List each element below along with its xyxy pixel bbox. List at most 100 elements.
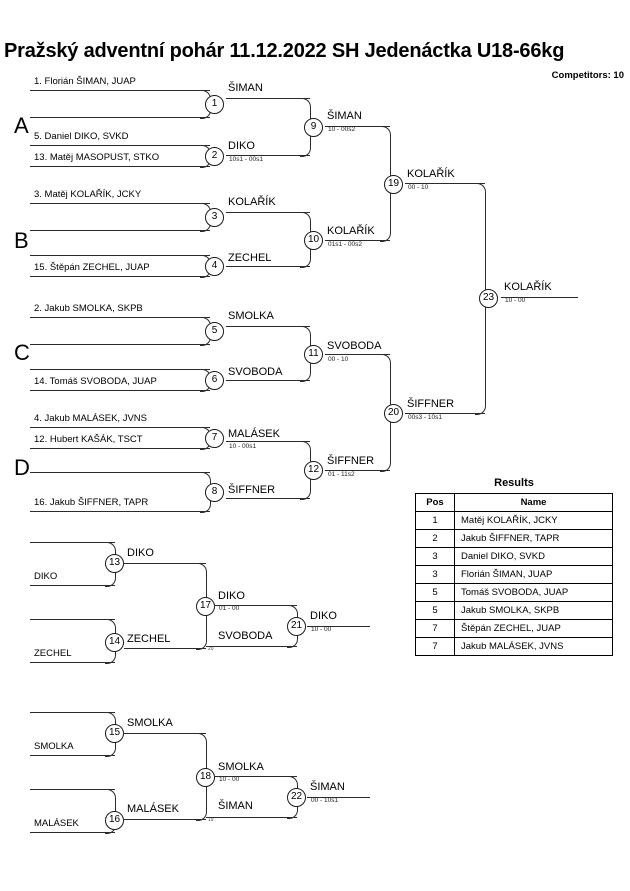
pool-label-d: D — [14, 455, 30, 480]
result-position: 5 — [415, 583, 455, 602]
match-score-12: 01 - 11s2 — [328, 471, 355, 478]
bracket-line — [30, 662, 115, 663]
results-col-name: Name — [454, 493, 613, 512]
match-node-22[interactable]: 22 — [287, 788, 306, 807]
bracket-line — [226, 326, 310, 327]
result-name: Štěpán ZECHEL, JUAP — [454, 619, 613, 638]
match-node-12[interactable]: 12 — [304, 461, 323, 480]
match-score-19: 00 - 10 — [408, 184, 429, 191]
match-score-10: 01s1 - 00s2 — [328, 241, 362, 248]
bracket-line — [124, 819, 206, 820]
match-score-11: 00 - 10 — [328, 356, 349, 363]
bracket-line — [124, 648, 206, 649]
bracket-line — [30, 166, 210, 167]
bracket-line — [215, 605, 297, 606]
match-node-17[interactable]: 17 — [196, 597, 215, 616]
match-winner-6: SVOBODA — [228, 366, 283, 378]
match-node-15[interactable]: 15 — [105, 724, 124, 743]
bracket-line — [307, 797, 370, 798]
match-node-3[interactable]: 3 — [205, 208, 224, 227]
match-node-20[interactable]: 20 — [384, 404, 403, 423]
entrant-label: 5. Daniel DIKO, SVKD — [34, 131, 129, 142]
entrant-label: 2. Jakub SMOLKA, SKPB — [34, 303, 143, 314]
bracket-line — [30, 203, 210, 204]
bracket-line — [30, 145, 210, 146]
match-score-21: 10 - 00 — [311, 626, 332, 633]
match-winner-16: MALÁSEK — [127, 803, 179, 815]
bracket-line — [30, 472, 210, 473]
match-node-2[interactable]: 2 — [205, 147, 224, 166]
match-node-7[interactable]: 7 — [205, 429, 224, 448]
bracket-line — [226, 380, 310, 381]
match-winner-11: SVOBODA — [327, 340, 382, 352]
bracket-line — [30, 832, 115, 833]
match-node-11[interactable]: 11 — [304, 345, 323, 364]
repechage-opponent-source-21: 20 — [208, 646, 214, 652]
match-winner-19: KOLAŘÍK — [407, 168, 455, 180]
match-winner-20: ŠIFFNER — [407, 398, 455, 410]
match-winner-13: DIKO — [127, 547, 154, 559]
bracket-line — [226, 266, 310, 267]
match-winner-12: ŠIFFNER — [327, 455, 375, 467]
match-winner-21: DIKO — [310, 610, 337, 622]
entrant-label: 16. Jakub ŠIFFNER, TAPR — [34, 497, 149, 508]
match-winner-3: KOLAŘÍK — [228, 196, 276, 208]
match-node-8[interactable]: 8 — [205, 483, 224, 502]
entrant-label: 13. Matěj MASOPUST, STKO — [34, 152, 160, 163]
match-node-4[interactable]: 4 — [205, 257, 224, 276]
match-score-2: 10s1 - 00s1 — [229, 156, 263, 163]
match-node-16[interactable]: 16 — [105, 811, 124, 830]
page-title: Pražský adventní pohár 11.12.2022 SH Jed… — [4, 40, 565, 62]
pool-label-b: B — [14, 228, 29, 253]
repechage-opponent-21: SVOBODA — [218, 630, 273, 642]
match-node-14[interactable]: 14 — [105, 633, 124, 652]
bracket-line — [30, 789, 115, 790]
match-node-13[interactable]: 13 — [105, 554, 124, 573]
match-score-17: 01 - 00 — [219, 605, 240, 612]
bracket-line — [226, 498, 310, 499]
bracket-line — [325, 470, 390, 471]
result-position: 7 — [415, 637, 455, 656]
results-title: Results — [494, 477, 534, 489]
repechage-entrant: MALÁSEK — [34, 818, 79, 829]
match-node-23[interactable]: 23 — [479, 289, 498, 308]
match-node-5[interactable]: 5 — [205, 322, 224, 341]
result-position: 1 — [415, 511, 455, 530]
repechage-entrant: DIKO — [34, 571, 58, 582]
match-winner-14: ZECHEL — [127, 633, 171, 645]
match-node-9[interactable]: 9 — [304, 118, 323, 137]
match-node-6[interactable]: 6 — [205, 371, 224, 390]
entrant-label: 3. Matěj KOLAŘÍK, JCKY — [34, 189, 142, 200]
result-name: Jakub ŠIFFNER, TAPR — [454, 529, 613, 548]
match-node-21[interactable]: 21 — [287, 617, 306, 636]
result-name: Daniel DIKO, SVKD — [454, 547, 613, 566]
match-node-10[interactable]: 10 — [304, 231, 323, 250]
bracket-line — [226, 155, 310, 156]
results-header-row: Pos Name — [415, 493, 613, 512]
bracket-line — [215, 776, 297, 777]
match-winner-15: SMOLKA — [127, 717, 173, 729]
result-position: 5 — [415, 601, 455, 620]
match-winner-7: MALÁSEK — [228, 428, 280, 440]
match-node-18[interactable]: 18 — [196, 768, 215, 787]
bracket-line — [30, 755, 115, 756]
pool-label-c: C — [14, 340, 30, 365]
bracket-line — [124, 733, 206, 734]
bracket-line — [307, 626, 370, 627]
match-node-19[interactable]: 19 — [384, 175, 403, 194]
bracket-line — [325, 240, 390, 241]
bracket-line — [30, 619, 115, 620]
match-winner-18: SMOLKA — [218, 761, 264, 773]
match-node-1[interactable]: 1 — [205, 95, 224, 114]
bracket-line — [30, 427, 210, 428]
bracket-line — [226, 212, 310, 213]
entrant-label: 14. Tomáš SVOBODA, JUAP — [34, 376, 157, 387]
match-winner-17: DIKO — [218, 590, 245, 602]
